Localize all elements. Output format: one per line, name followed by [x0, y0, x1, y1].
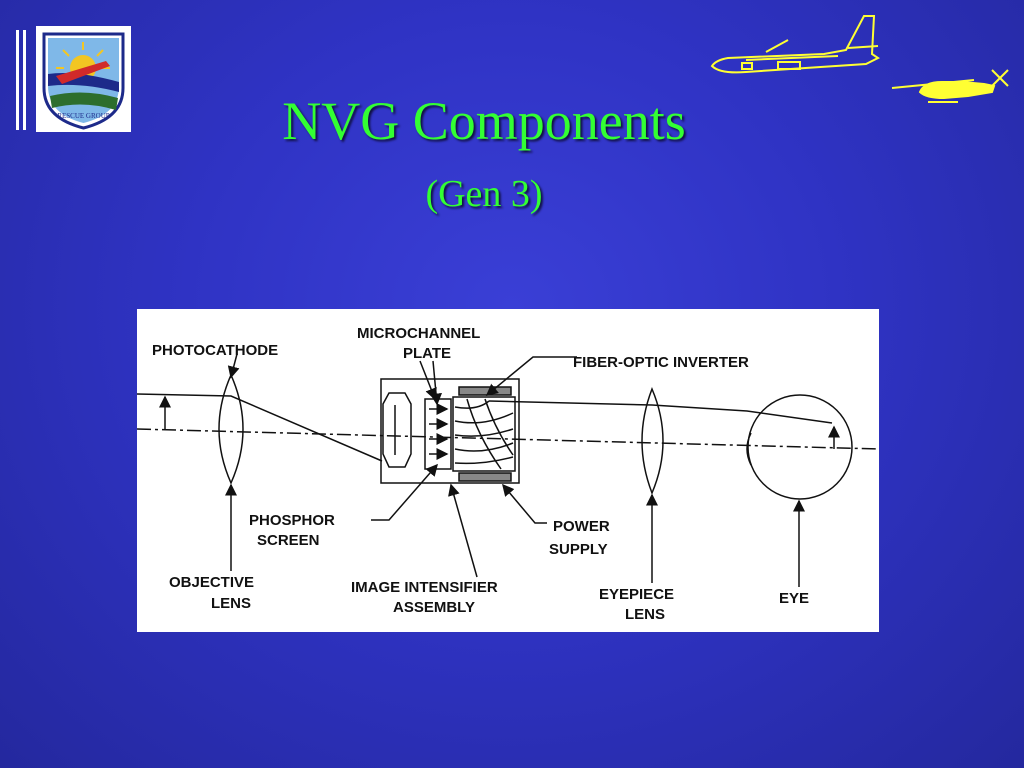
label-eye: EYE	[779, 590, 809, 607]
label-eyepiece-lens: LENS	[625, 606, 665, 623]
eyepiece-lens	[641, 386, 664, 496]
slide-title: NVG Components	[282, 91, 686, 151]
logo-bar	[16, 30, 19, 130]
unit-logo: RESCUE GROUP	[14, 26, 131, 134]
label-microchannel: MICROCHANNEL	[357, 325, 480, 342]
label-supply: SUPPLY	[549, 541, 608, 558]
label-plate: PLATE	[403, 345, 451, 362]
power-supply-bar	[458, 472, 512, 482]
objective-lens	[218, 373, 244, 485]
power-supply-bar	[458, 386, 512, 396]
fiber-optic-inverter	[452, 396, 516, 472]
nvg-diagram: PHOTOCATHODE MICROCHANNEL PLATE FIBER-OP…	[136, 309, 880, 632]
helicopter-icon	[888, 58, 1016, 108]
label-objective: OBJECTIVE	[169, 574, 254, 591]
label-eyepiece: EYEPIECE	[599, 586, 674, 603]
label-power: POWER	[553, 518, 610, 535]
cargo-plane-icon	[706, 10, 882, 82]
label-fiber-optic: FIBER-OPTIC INVERTER	[573, 354, 749, 371]
label-intensifier: IMAGE INTENSIFIER	[351, 579, 498, 596]
label-assembly: ASSEMBLY	[393, 599, 475, 616]
slide-subtitle: (Gen 3)	[425, 173, 543, 215]
eye-diagram	[747, 394, 853, 500]
label-objective-lens: LENS	[211, 595, 251, 612]
logo-bar	[23, 30, 26, 130]
rescue-group-emblem: RESCUE GROUP	[36, 26, 131, 132]
label-screen: SCREEN	[257, 532, 320, 549]
label-photocathode: PHOTOCATHODE	[152, 342, 278, 359]
label-phosphor: PHOSPHOR	[249, 512, 335, 529]
logo-text: RESCUE GROUP	[57, 112, 109, 120]
